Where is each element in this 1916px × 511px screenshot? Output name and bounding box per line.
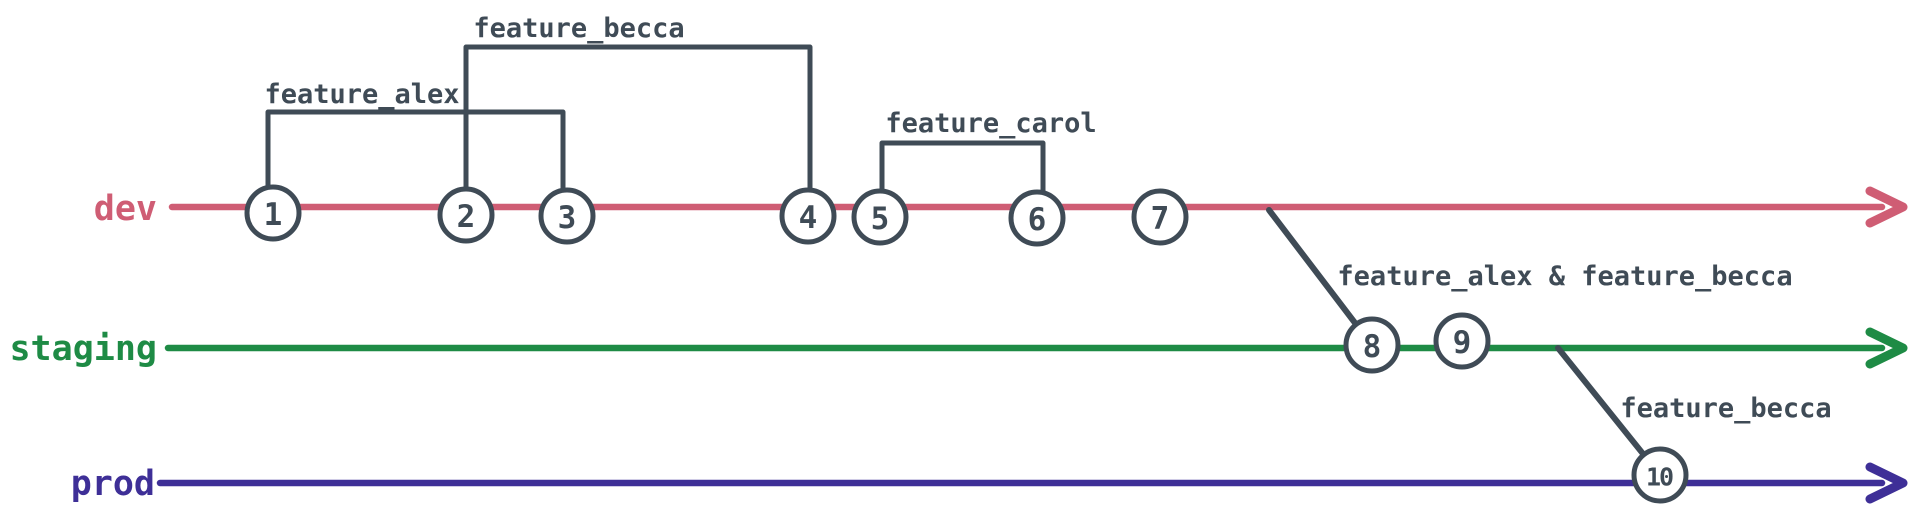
commit-number: 6 <box>1028 202 1047 238</box>
merge-line-dev-to-staging <box>1266 207 1371 343</box>
dev-arrow-right-icon <box>1865 186 1908 228</box>
commit-node: 9 <box>1433 312 1491 370</box>
commit-number: 9 <box>1453 325 1472 361</box>
commit-number: 10 <box>1646 463 1673 492</box>
commit-node: 10 <box>1631 446 1689 504</box>
commit-number: 4 <box>799 200 818 236</box>
commit-circle <box>851 188 909 246</box>
feature-carol-bracket <box>879 140 1046 221</box>
commit-number: 2 <box>457 199 476 235</box>
branch-label-staging: staging <box>9 329 157 369</box>
commit-circle <box>538 187 596 245</box>
commit-node: 7 <box>1131 188 1189 246</box>
merge-label-dev-to-staging: feature_alex & feature_becca <box>1337 261 1792 292</box>
branch-label-dev: dev <box>94 189 157 229</box>
merge-line-staging-to-prod <box>1555 345 1659 473</box>
feature-alex-bracket <box>265 109 566 219</box>
commit-circle <box>779 187 837 245</box>
commit-node: 8 <box>1343 316 1401 374</box>
commit-circle <box>1343 316 1401 374</box>
feature-becca-label: feature_becca <box>473 13 684 44</box>
commit-circle <box>1008 189 1066 247</box>
commit-node: 5 <box>851 188 909 246</box>
commit-circle <box>1631 446 1689 504</box>
feature-carol-label: feature_carol <box>885 108 1096 139</box>
commit-circle <box>437 186 495 244</box>
commit-node: 6 <box>1008 189 1066 247</box>
commit-number: 1 <box>264 197 283 233</box>
commit-number: 5 <box>871 201 890 237</box>
commit-node: 3 <box>538 187 596 245</box>
prod-arrow-right-icon <box>1865 462 1908 504</box>
commit-node: 4 <box>779 187 837 245</box>
merge-label-staging-to-prod: feature_becca <box>1620 393 1831 424</box>
branch-label-prod: prod <box>71 464 155 504</box>
commit-circle <box>1131 188 1189 246</box>
feature-becca-bracket <box>463 44 813 219</box>
staging-arrow-right-icon <box>1865 327 1908 369</box>
commit-number: 8 <box>1363 329 1382 365</box>
commit-number: 3 <box>558 200 577 236</box>
commit-node: 2 <box>437 186 495 244</box>
feature-alex-label: feature_alex <box>264 79 459 110</box>
commit-node: 1 <box>244 184 302 242</box>
commit-number: 7 <box>1151 201 1170 237</box>
commit-circle <box>244 184 302 242</box>
commit-circle <box>1433 312 1491 370</box>
